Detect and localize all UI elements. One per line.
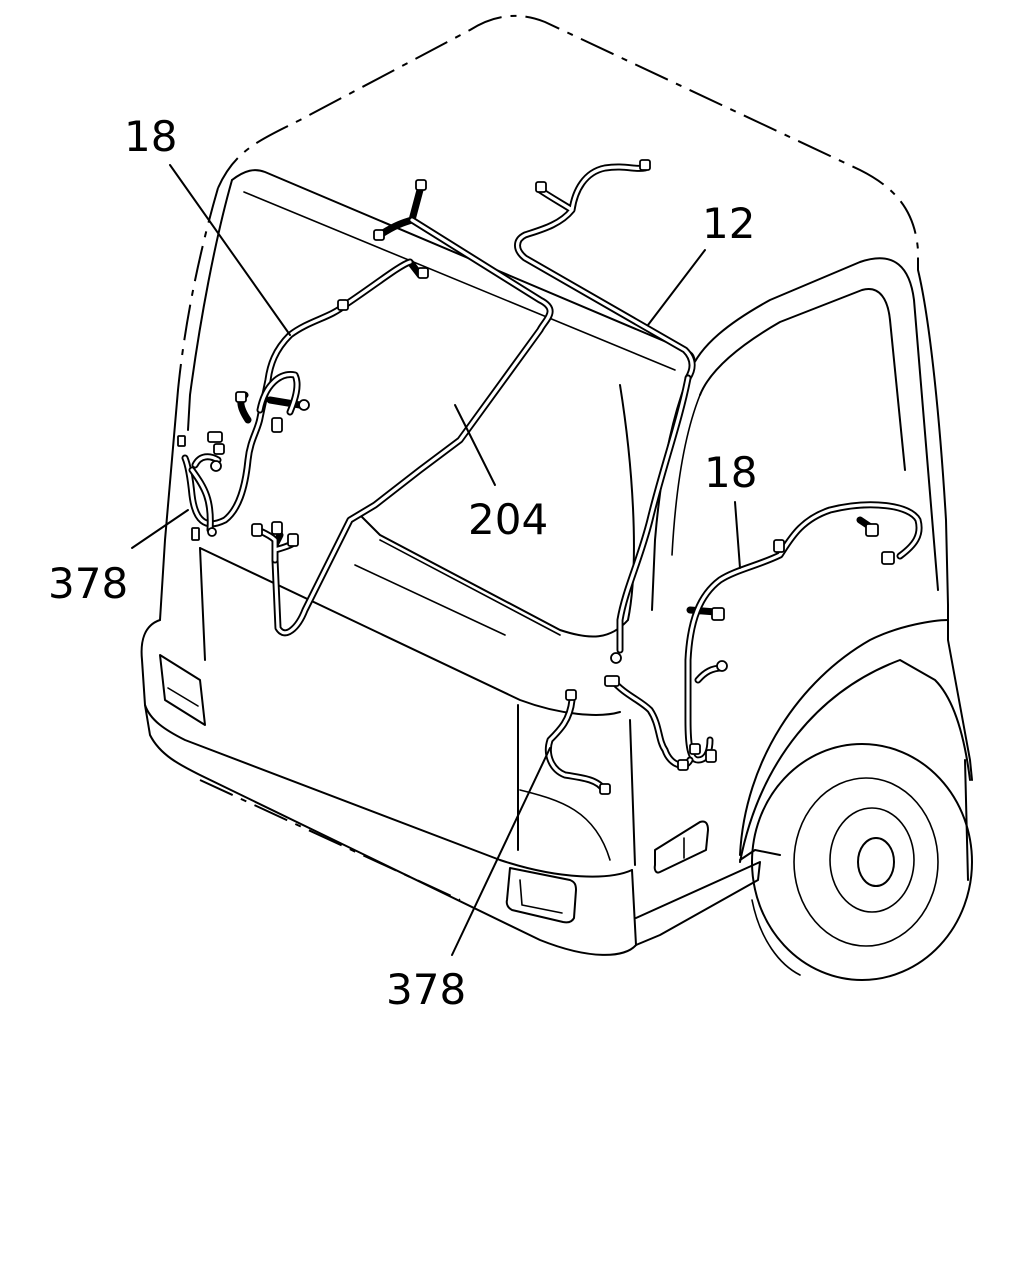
front-face-left	[199, 547, 206, 661]
leader-12	[647, 249, 706, 326]
connector	[373, 229, 385, 241]
leader-378-left	[131, 509, 189, 549]
front-face-right	[629, 719, 636, 866]
fender-outer	[739, 619, 949, 856]
connector	[565, 689, 577, 701]
callout-harness-right: 18	[704, 448, 757, 497]
bumper-lower-dash	[199, 779, 461, 901]
roof-outline	[217, 14, 919, 270]
door-harness	[608, 374, 694, 769]
callout-harness-roof: 12	[702, 199, 755, 248]
hood-top	[359, 384, 635, 638]
leader-18-right	[734, 501, 741, 569]
bumper-top	[140, 619, 633, 878]
callout-harness-left: 18	[124, 112, 177, 161]
left-side-outline	[177, 187, 219, 391]
left-lamp-inner	[167, 687, 199, 707]
wheel-hub	[857, 837, 895, 887]
connector	[417, 267, 429, 279]
rear-cab-edge	[964, 759, 969, 881]
connector	[287, 533, 299, 547]
fender-edge	[947, 604, 973, 781]
connector	[337, 299, 349, 311]
windshield-left-frame	[231, 169, 696, 373]
leader-204	[454, 404, 496, 486]
connector	[235, 391, 247, 403]
windshield-inner	[243, 191, 676, 371]
leader-lines	[131, 164, 741, 956]
leader-18-left	[169, 164, 291, 336]
right-harness	[684, 501, 923, 764]
connector	[865, 523, 879, 537]
right-lamp-inner	[519, 879, 563, 914]
left-pillar-outer	[159, 389, 179, 621]
door-pillar-inner	[671, 394, 701, 556]
side-lamp	[653, 820, 709, 874]
door-frame-inner	[699, 288, 906, 471]
connector	[639, 159, 651, 171]
hood-crease	[379, 539, 561, 636]
bumper-bottom	[144, 704, 637, 956]
connector	[881, 551, 895, 565]
connector	[677, 759, 689, 771]
connector	[415, 179, 427, 191]
connector	[705, 749, 717, 763]
right-lamp-outer	[505, 867, 577, 924]
callout-harness-center: 204	[468, 495, 548, 544]
fender-arch	[739, 659, 971, 863]
harnesses	[181, 163, 923, 794]
wheel-arch-bottom	[751, 899, 801, 976]
leader-378-center	[451, 747, 551, 956]
cab-body	[140, 14, 973, 981]
wheel-tyre	[751, 743, 973, 981]
connector	[177, 435, 186, 447]
windshield-left-pillar	[187, 179, 233, 431]
callouts: 18 12 204 18 378 378	[48, 112, 757, 1014]
connector	[716, 660, 728, 672]
connector	[599, 783, 611, 795]
front-panel-top	[199, 547, 621, 716]
connector	[207, 527, 217, 537]
front-corner-curve	[519, 789, 611, 861]
step-board	[635, 861, 761, 946]
step-bracket	[739, 849, 781, 861]
roof-harness	[514, 163, 696, 382]
left-lamp-outer	[159, 654, 206, 726]
connector	[689, 743, 701, 755]
connector	[535, 181, 547, 193]
connector	[191, 527, 200, 541]
connector	[210, 460, 222, 472]
connector	[251, 523, 263, 537]
connector	[271, 521, 283, 535]
connector	[298, 399, 310, 411]
connector	[213, 443, 225, 455]
connectors	[177, 159, 895, 795]
connector	[711, 607, 725, 621]
connector	[604, 675, 620, 687]
callout-clip-center: 378	[386, 965, 466, 1014]
callout-clip-left: 378	[48, 559, 128, 608]
bumper-right-end	[631, 869, 637, 946]
connector	[773, 539, 785, 553]
connector	[207, 431, 223, 443]
hood-line-1	[354, 564, 506, 636]
roof-side	[917, 269, 949, 606]
door-frame-outer	[689, 257, 939, 591]
wheel-rim-inner	[829, 807, 915, 913]
connector	[271, 417, 283, 433]
connector	[610, 652, 622, 664]
wheel-rim-outer	[793, 777, 939, 947]
